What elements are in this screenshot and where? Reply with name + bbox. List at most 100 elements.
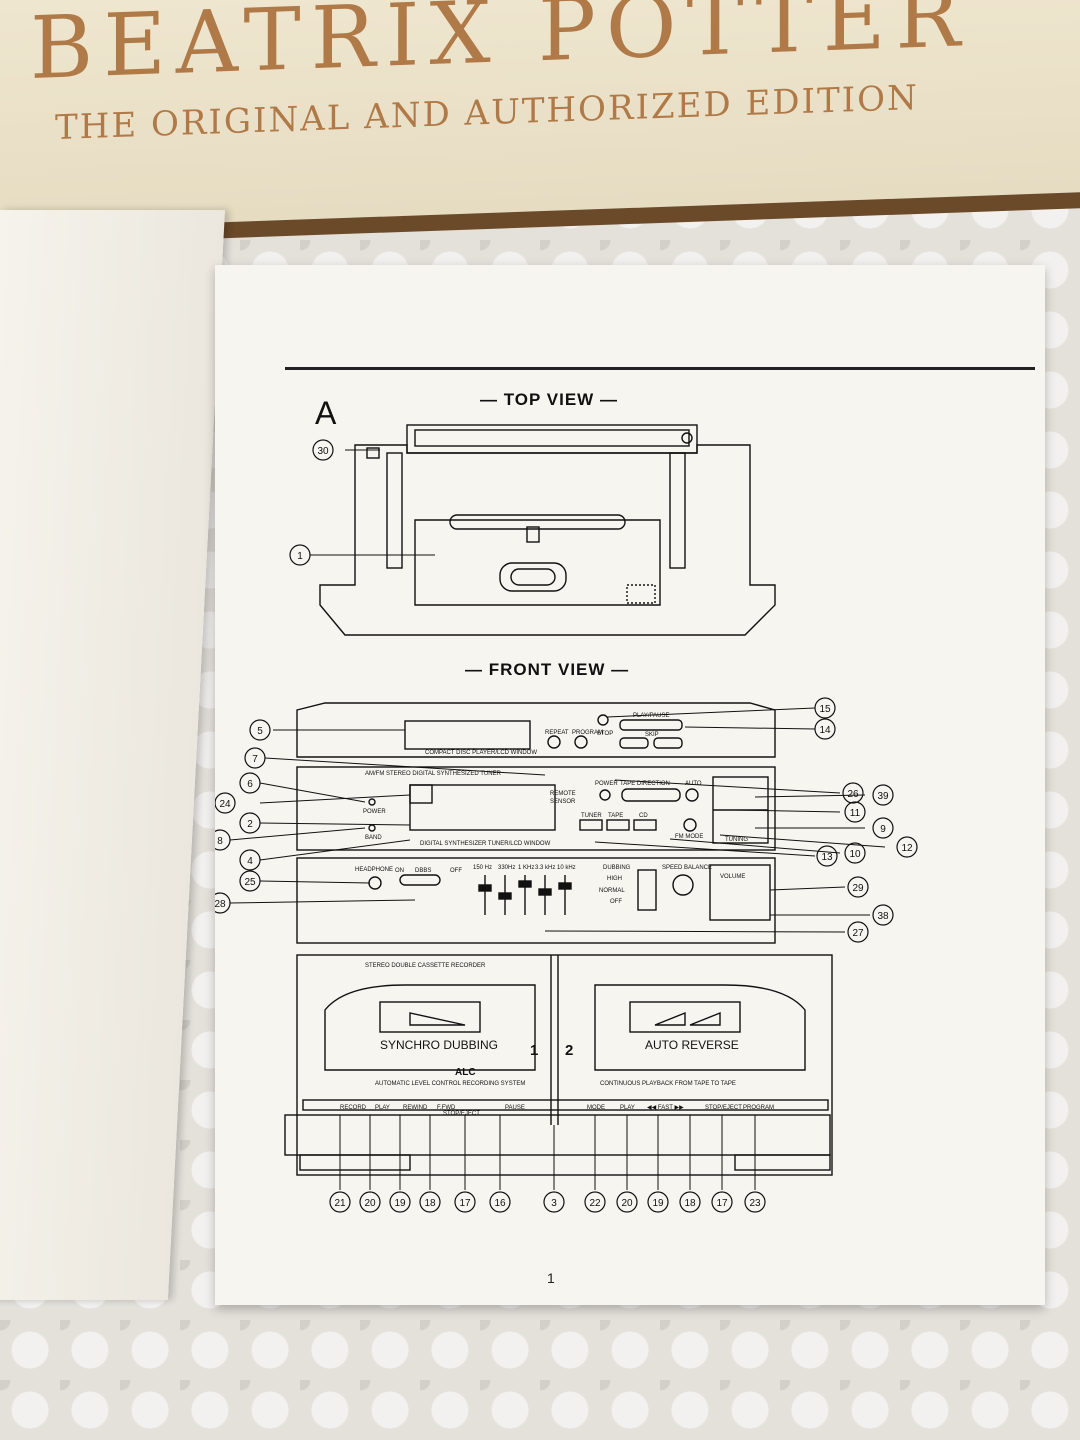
auto-label: AUTO	[685, 781, 702, 787]
callout-14: 14	[819, 725, 831, 736]
deck2-play-label: PLAY	[620, 1105, 635, 1111]
skip-label: SKIP	[645, 732, 659, 738]
diagram: COMPACT DISC PLAYER/LCD WINDOW REPEAT PR…	[215, 424, 918, 1213]
figure-letter: A	[315, 395, 337, 431]
callout-13: 13	[821, 852, 833, 863]
alc-label: ALC	[455, 1067, 476, 1078]
callout-bottom: 3	[551, 1198, 557, 1209]
tape-button-label: TAPE	[608, 813, 623, 819]
continuous-playback-label: CONTINUOUS PLAYBACK FROM TAPE TO TAPE	[600, 1081, 736, 1087]
page-number: 1	[547, 1270, 555, 1286]
deck1-stop-eject-label: STOP/EJECT	[443, 1111, 480, 1117]
band-label: BAND	[365, 835, 382, 841]
play-pause-label: PLAY/PAUSE	[633, 713, 669, 719]
leader-lines	[229, 449, 886, 1190]
callout-27: 27	[852, 928, 864, 939]
deck1-ffwd-label: F.FWD	[437, 1105, 456, 1111]
callout-bottom: 23	[749, 1198, 761, 1209]
dubbing-normal-label: NORMAL	[599, 888, 625, 894]
callout-38: 38	[877, 911, 889, 922]
cassette-section	[284, 954, 833, 1176]
callout-bottom: 17	[716, 1198, 728, 1209]
callout-6: 6	[247, 779, 253, 790]
callout-bottom: 20	[621, 1198, 633, 1209]
tuning-label: TUNING	[725, 837, 748, 843]
callout-bottom: 18	[684, 1198, 696, 1209]
deck2-fast-label: ◀◀ FAST ▶▶	[647, 1105, 684, 1111]
manual-page: A — TOP VIEW — — FRONT VIEW — 1	[215, 265, 1045, 1305]
callout-2: 2	[247, 819, 253, 830]
top-view-drawing	[319, 424, 776, 636]
callout-bottom: 17	[459, 1198, 471, 1209]
callout-26: 26	[847, 789, 859, 800]
eq-band-3: 1 KHz	[518, 865, 534, 871]
header-rule	[285, 367, 1035, 370]
eq-band-4: 3.3 kHz	[535, 865, 555, 871]
top-view-title: — TOP VIEW —	[480, 390, 618, 409]
deck1-play-label: PLAY	[375, 1105, 390, 1111]
callout-9: 9	[880, 824, 886, 835]
amp-section	[296, 857, 776, 944]
callout-28: 28	[215, 899, 226, 910]
callout-24: 24	[219, 799, 231, 810]
cd-button-label: CD	[639, 813, 648, 819]
callout-1: 1	[297, 551, 303, 562]
dubbing-label: DUBBING	[603, 865, 631, 871]
dubbing-high-label: HIGH	[607, 876, 622, 882]
callout-15: 15	[819, 704, 831, 715]
cd-program-label: PROGRAM	[572, 730, 603, 736]
callout-bottom: 21	[334, 1198, 346, 1209]
dbbs-label: DBBS	[415, 868, 431, 874]
power-label: POWER	[363, 809, 386, 815]
repeat-label: REPEAT	[545, 730, 569, 736]
callout-bottom: 16	[494, 1198, 506, 1209]
callout-bottom: 20	[364, 1198, 376, 1209]
tuner-power-label: POWER	[595, 781, 618, 787]
callout-bottom: 18	[424, 1198, 436, 1209]
deck2-number: 2	[565, 1042, 573, 1059]
dubbing-off-label: OFF	[610, 899, 622, 905]
tuner-window-label: DIGITAL SYNTHESIZER TUNER/LCD WINDOW	[420, 841, 551, 847]
dbbs-off-label: OFF	[450, 868, 462, 874]
synchro-dubbing-label: SYNCHRO DUBBING	[380, 1038, 498, 1052]
deck1-number: 1	[530, 1042, 538, 1059]
cassette-header: STEREO DOUBLE CASSETTE RECORDER	[365, 963, 486, 969]
speed-balance-label: SPEED BALANCE	[662, 865, 712, 871]
callout-12: 12	[901, 843, 913, 854]
eq-band-1: 150 Hz	[473, 865, 492, 871]
callout-10: 10	[849, 849, 861, 860]
volume-label: VOLUME	[720, 874, 745, 880]
callout-bottom: 22	[589, 1198, 601, 1209]
fm-mode-label: FM MODE	[675, 834, 703, 840]
callout-30: 30	[317, 446, 329, 457]
callouts: 30 1 15 14 5 7 6 24 2 8 4 26 39 11 9 12 …	[215, 439, 918, 1213]
tape-direction-label: TAPE DIRECTION	[620, 781, 670, 787]
deck2-stop-eject-label: STOP/EJECT	[705, 1105, 742, 1111]
deck2-mode-label: MODE	[587, 1105, 605, 1111]
stop-label: STOP	[597, 731, 613, 737]
callout-bottom: 19	[394, 1198, 406, 1209]
callout-39: 39	[877, 791, 889, 802]
eq-band-2: 330Hz	[498, 865, 515, 871]
deck1-rewind-label: REWIND	[403, 1105, 428, 1111]
callout-29: 29	[852, 883, 864, 894]
remote-label: REMOTE	[550, 791, 576, 797]
eq-band-5: 10 kHz	[557, 865, 576, 871]
auto-reverse-label: AUTO REVERSE	[645, 1038, 739, 1052]
deck2-program-label: PROGRAM	[743, 1105, 774, 1111]
dbbs-on-label: ON	[395, 868, 404, 874]
alc-description: AUTOMATIC LEVEL CONTROL RECORDING SYSTEM	[375, 1081, 525, 1087]
callout-4: 4	[247, 856, 253, 867]
front-view-title: — FRONT VIEW —	[465, 660, 630, 679]
callout-11: 11	[850, 808, 861, 819]
cd-window-label: COMPACT DISC PLAYER/LCD WINDOW	[425, 750, 537, 756]
deck1-record-label: RECORD	[340, 1105, 367, 1111]
tuner-button-label: TUNER	[581, 813, 602, 819]
tuner-section	[296, 766, 776, 851]
tuner-header: AM/FM STEREO DIGITAL SYNTHESIZED TUNER	[365, 771, 502, 777]
sensor-label: SENSOR	[550, 799, 576, 805]
deck1-pause-label: PAUSE	[505, 1105, 525, 1111]
callout-8: 8	[217, 836, 223, 847]
callout-7: 7	[252, 754, 258, 765]
callout-bottom: 19	[652, 1198, 664, 1209]
